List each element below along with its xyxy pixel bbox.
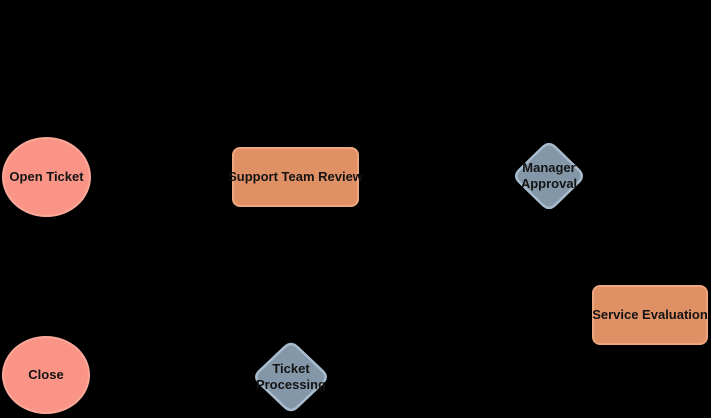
node-service-evaluation[interactable]: Service Evaluation — [592, 285, 708, 345]
node-close[interactable]: Close — [2, 336, 90, 414]
node-open-ticket[interactable]: Open Ticket — [2, 137, 91, 217]
node-ticket-processing-label: Ticket Processing — [255, 361, 327, 392]
node-close-label: Close — [28, 367, 64, 382]
diamond-shape — [255, 342, 327, 412]
node-support-team-review[interactable]: Support Team Review — [228, 147, 363, 207]
diamond-path — [255, 342, 327, 412]
node-manager-approval-label: Manager Approval — [520, 160, 578, 191]
node-service-evaluation-label: Service Evaluation — [592, 307, 708, 322]
diamond-shape — [514, 142, 584, 210]
node-manager-approval[interactable]: Manager Approval — [513, 141, 585, 211]
node-ticket-processing[interactable]: Ticket Processing — [253, 341, 329, 413]
diamond-path — [514, 142, 584, 210]
node-open-ticket-label: Open Ticket — [9, 169, 84, 184]
node-support-team-review-label: Support Team Review — [228, 169, 363, 184]
